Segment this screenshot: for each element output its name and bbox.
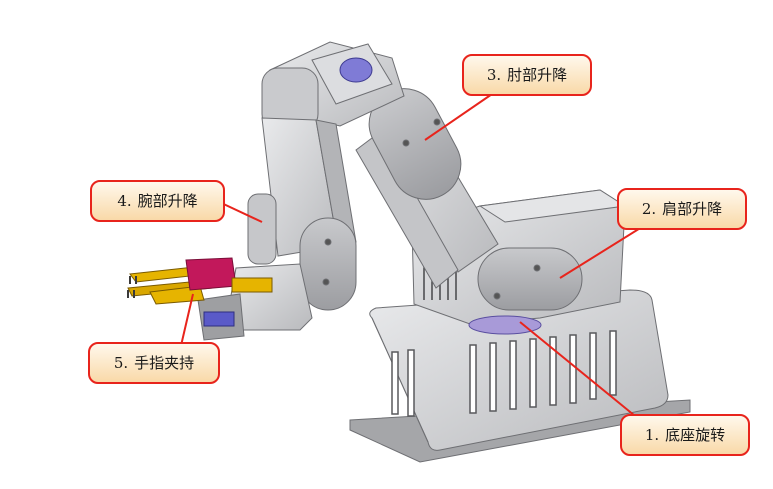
- callout-finger-grip: 5. 手指夹持: [88, 342, 220, 384]
- callout-shoulder-lift: 2. 肩部升降: [617, 188, 747, 230]
- callout-label: 肩部升降: [662, 199, 723, 218]
- callout-number: 4.: [117, 191, 132, 210]
- leader-line-gripper: [179, 293, 194, 351]
- callout-base-rotation: 1. 底座旋转: [620, 414, 750, 456]
- callout-label: 肘部升降: [507, 65, 568, 84]
- callout-number: 3.: [486, 65, 502, 84]
- leader-line-elbow: [424, 91, 496, 141]
- callout-number: 5.: [113, 353, 129, 372]
- callout-label: 腕部升降: [137, 191, 198, 210]
- callout-label: 底座旋转: [665, 425, 726, 444]
- forearm: [247, 117, 357, 311]
- leader-line-base: [519, 321, 641, 421]
- callout-wrist-lift: 4. 腕部升降: [90, 180, 225, 222]
- callout-number: 2.: [641, 199, 657, 218]
- callout-label: 手指夹持: [134, 353, 195, 372]
- gripper: [127, 257, 273, 305]
- callout-elbow-lift: 3. 肘部升降: [462, 54, 592, 96]
- upper-arm: [355, 88, 499, 289]
- base-housing: [349, 289, 691, 463]
- elbow-housing: [261, 41, 405, 131]
- leader-line-shoulder: [559, 221, 651, 279]
- callout-number: 1.: [644, 425, 660, 444]
